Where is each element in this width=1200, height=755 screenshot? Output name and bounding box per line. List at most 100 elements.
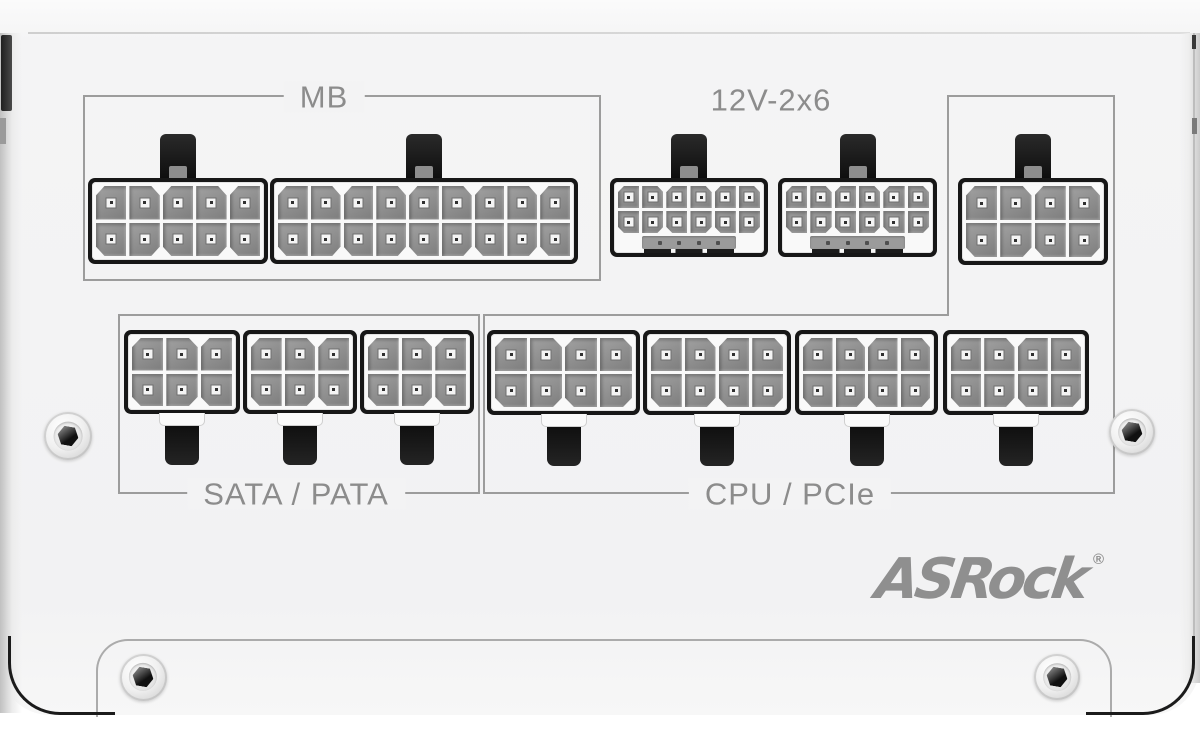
latch-tab (700, 422, 734, 466)
panel-left-edge-dark-segment (1, 35, 12, 111)
section-label-cpu-pcie: CPU / PCIe (688, 478, 892, 510)
pin-contact (541, 350, 551, 359)
pin-cavity (166, 338, 198, 371)
pin-contact (173, 198, 183, 208)
pin-cavity (907, 211, 929, 233)
connector-body (647, 334, 787, 411)
bracket-line-mb (599, 95, 601, 281)
pin-contact (913, 217, 923, 227)
pin-cavity (984, 374, 1015, 407)
pin-cavity (834, 211, 856, 233)
latch-base (159, 413, 205, 426)
connector-body (364, 334, 470, 410)
pin-cavity (1068, 186, 1100, 220)
pin-cavity (401, 338, 433, 371)
pin-cavity (868, 338, 898, 371)
pin-contact (961, 386, 971, 395)
section-label-12v-2x6: 12V-2x6 (710, 82, 832, 118)
pin-contact (378, 385, 388, 395)
pin-cavity (1000, 186, 1032, 220)
pin-contact (329, 385, 339, 395)
pin-cavity (859, 211, 881, 233)
connector-body (614, 182, 764, 253)
connector-body (799, 334, 934, 411)
pin-cavity (966, 186, 998, 220)
pin-cavity (859, 186, 881, 208)
pin-cavity (474, 222, 505, 256)
pin-cavity (284, 338, 316, 371)
latch-tab (546, 422, 581, 466)
bottom-left-corner-outline (8, 636, 115, 715)
pin-cavity (642, 186, 664, 208)
pin-cavity (714, 186, 736, 208)
pin-cavity (507, 222, 538, 256)
latch-tab (400, 421, 434, 465)
pin-contact (672, 217, 682, 227)
section-label-mb: MB (283, 81, 365, 113)
pin-contact (550, 234, 560, 244)
pin-contact (878, 350, 888, 359)
pin-cavity (474, 186, 505, 220)
pin-contact (485, 234, 495, 244)
pin-contact (977, 235, 987, 245)
pin-cavity (132, 338, 164, 371)
sense-pin-bar (642, 236, 736, 253)
pin-cavity (1034, 186, 1066, 220)
pin-cavity (540, 222, 570, 256)
brand-logo-text: ASRock (871, 547, 1090, 612)
pin-contact (143, 349, 153, 359)
connector-body (962, 182, 1104, 261)
pin-contact (386, 198, 396, 208)
pin-cavity (907, 186, 929, 208)
bracket-line-sata-pata (118, 314, 120, 494)
pin-cavity (835, 374, 865, 407)
pin-contact (576, 386, 586, 395)
pin-cavity (718, 374, 750, 407)
pin-cavity (810, 211, 832, 233)
pin-contact (412, 385, 422, 395)
pin-cavity (310, 222, 341, 256)
pin-cavity (368, 338, 399, 371)
pin-cavity (368, 373, 399, 406)
pin-contact (419, 198, 429, 208)
pin-cavity (600, 338, 632, 371)
pin-cavity (507, 186, 538, 220)
connector-mb-2 (270, 178, 578, 264)
pin-cavity (530, 374, 562, 407)
pin-contact (845, 386, 855, 395)
pin-contact (1028, 386, 1038, 395)
pin-contact (994, 386, 1004, 395)
bracket-line-cpu-pcie (483, 314, 485, 494)
pin-contact (845, 350, 855, 359)
pin-cavity (435, 338, 466, 371)
pin-contact (672, 192, 682, 202)
panel-left-edge-notch (0, 118, 6, 144)
pin-contact (840, 192, 850, 202)
pin-cavity (684, 338, 716, 371)
pin-contact (506, 386, 516, 395)
pin-contact (695, 386, 705, 395)
sense-pin-bar (810, 236, 905, 253)
pin-contact (744, 217, 754, 227)
pin-cavity (690, 186, 712, 208)
pin-cavity (738, 186, 760, 208)
pin-cavity (738, 211, 760, 233)
pin-contact (240, 198, 250, 208)
pin-cavity (718, 338, 750, 371)
pin-contact (648, 192, 658, 202)
pin-cavity (1000, 223, 1032, 257)
latch-base (394, 413, 440, 426)
pin-cavity (96, 222, 127, 256)
pin-cavity (96, 186, 127, 220)
pin-cavity (1034, 223, 1066, 257)
pin-contact (295, 349, 305, 359)
pin-cavity (200, 338, 232, 371)
pin-contact (1028, 350, 1038, 359)
connector-body (128, 334, 236, 410)
pin-cavity (883, 186, 905, 208)
pin-cavity (162, 222, 194, 256)
connector-body (947, 334, 1085, 411)
pin-contact (720, 192, 730, 202)
pin-cavity (1068, 223, 1100, 257)
pin-cavity (883, 211, 905, 233)
